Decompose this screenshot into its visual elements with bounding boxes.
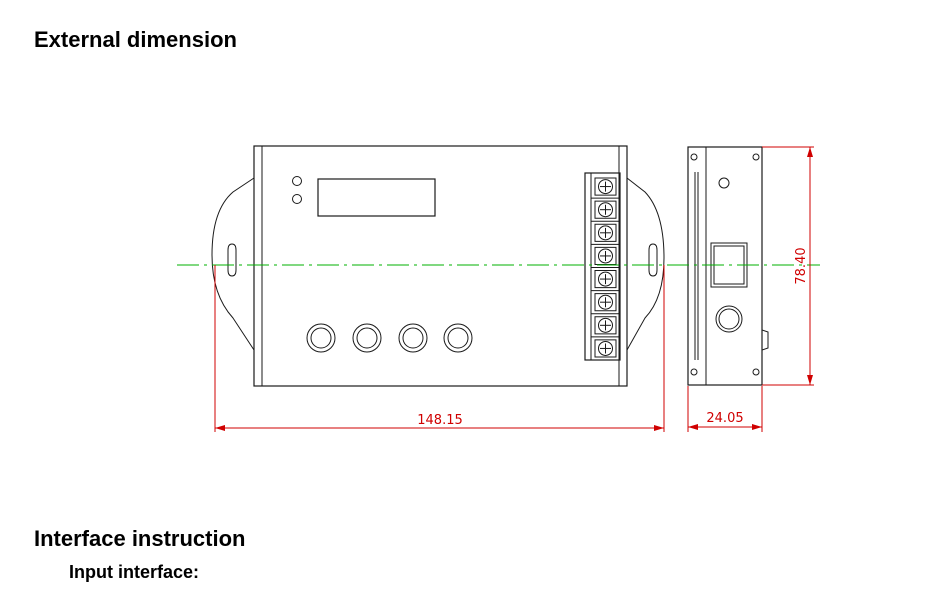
terminal-screw [594, 223, 617, 242]
subsection-title-input-interface: Input interface: [69, 562, 200, 582]
section-title-external-dimension: External dimension [34, 27, 237, 52]
device-body-side [687, 146, 763, 386]
dimension-length-label: 148.15 [417, 413, 463, 428]
mounting-ear-left [211, 177, 255, 351]
terminal-screw-head [598, 271, 613, 287]
section-title-interface-instruction: Interface instruction [34, 526, 246, 551]
terminal-screw [594, 339, 617, 358]
dimension-lines [214, 146, 814, 432]
ear-slot-left [227, 243, 237, 277]
terminal-screw-head [598, 340, 613, 356]
terminal-screw-head [598, 294, 613, 310]
display-window [317, 178, 436, 217]
led-indicator [292, 194, 302, 204]
led-indicator [292, 176, 302, 186]
dimension-depth-label: 24.05 [706, 411, 743, 426]
mounting-ear-right [626, 177, 665, 351]
terminal-screw-head [598, 225, 613, 241]
terminal-screw-head [598, 248, 613, 264]
terminal-screw [594, 316, 617, 335]
device-body-front [253, 145, 628, 387]
terminal-screw [594, 293, 617, 312]
control-buttons [306, 323, 473, 353]
side-connector [715, 305, 743, 333]
terminal-screw-head [598, 317, 613, 333]
front-view [211, 145, 665, 387]
terminal-screw [594, 270, 617, 289]
terminal-screw [594, 200, 617, 219]
terminal-screw-head [598, 202, 613, 218]
side-view [687, 146, 769, 386]
terminal-block [584, 172, 621, 361]
dimension-height-label: 78.40 [794, 247, 809, 284]
side-hole-top [718, 177, 730, 189]
ear-slot-right [648, 243, 658, 277]
terminal-screw [594, 177, 617, 196]
terminal-screw-head [598, 179, 613, 195]
